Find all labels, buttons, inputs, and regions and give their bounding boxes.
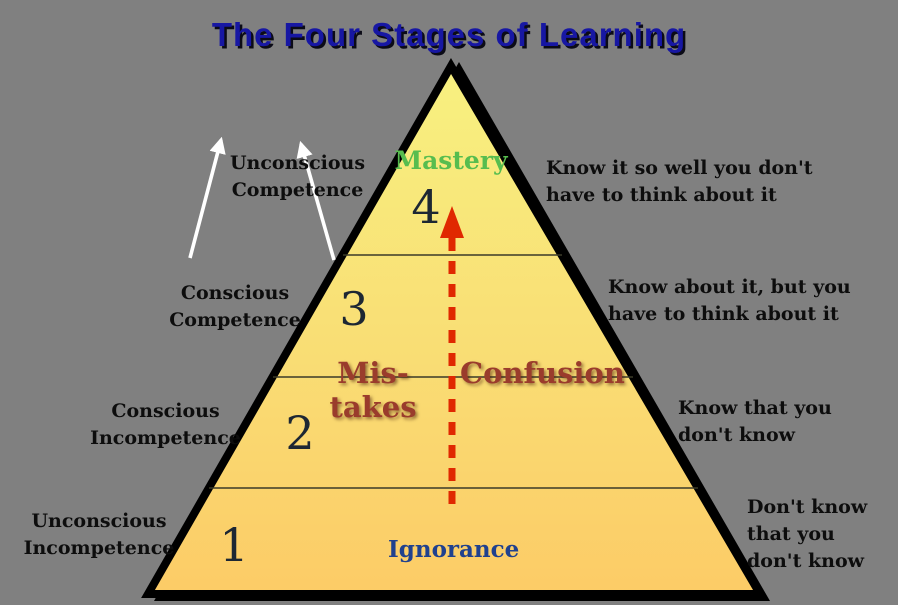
label-line: Competence bbox=[169, 309, 301, 331]
label-unconscious-incompetence: Unconscious Incompetence bbox=[13, 508, 185, 562]
description-line: don't know bbox=[678, 424, 795, 446]
description-stage-1: Don't know that you don't know bbox=[747, 494, 897, 575]
stage-number-1: 1 bbox=[219, 518, 249, 572]
description-line: Know about it, but you bbox=[608, 276, 851, 298]
label-unconscious-competence: Unconscious Competence bbox=[210, 150, 385, 204]
confusion-label: Confusion bbox=[460, 356, 625, 390]
description-stage-4: Know it so well you don't have to think … bbox=[546, 155, 836, 209]
description-line: that you bbox=[747, 523, 835, 545]
label-line: Incompetence bbox=[90, 427, 241, 449]
label-line: Incompetence bbox=[23, 537, 175, 559]
description-line: Know that you bbox=[678, 397, 832, 419]
description-line: Know it so well you don't bbox=[546, 157, 813, 179]
mastery-label: Mastery bbox=[394, 146, 508, 175]
label-line: Conscious bbox=[111, 400, 220, 422]
description-line: have to think about it bbox=[546, 184, 777, 206]
ascent-arrowhead-icon bbox=[440, 206, 464, 238]
stage-number-2: 2 bbox=[285, 406, 315, 460]
description-line: don't know bbox=[747, 550, 864, 572]
ignorance-label: Ignorance bbox=[388, 536, 520, 563]
white-up-arrow-left-icon bbox=[188, 136, 226, 259]
description-line: have to think about it bbox=[608, 303, 839, 325]
white-up-arrow-right-icon bbox=[296, 140, 336, 261]
label-line: Unconscious bbox=[31, 510, 167, 532]
label-line: Unconscious bbox=[229, 152, 366, 174]
label-conscious-competence: Conscious Competence bbox=[150, 280, 320, 334]
description-stage-3: Know about it, but you have to think abo… bbox=[608, 274, 888, 328]
label-line: Conscious bbox=[180, 282, 290, 304]
description-line: Don't know bbox=[747, 496, 868, 518]
stage-number-3: 3 bbox=[339, 282, 369, 336]
diagram-title: The Four Stages of Learning bbox=[211, 16, 687, 53]
label-line: Competence bbox=[231, 179, 364, 201]
description-stage-2: Know that you don't know bbox=[678, 395, 888, 449]
mistakes-label: Mis-takes bbox=[329, 356, 417, 424]
stage-number-4: 4 bbox=[411, 180, 441, 234]
label-conscious-incompetence: Conscious Incompetence bbox=[78, 398, 253, 452]
